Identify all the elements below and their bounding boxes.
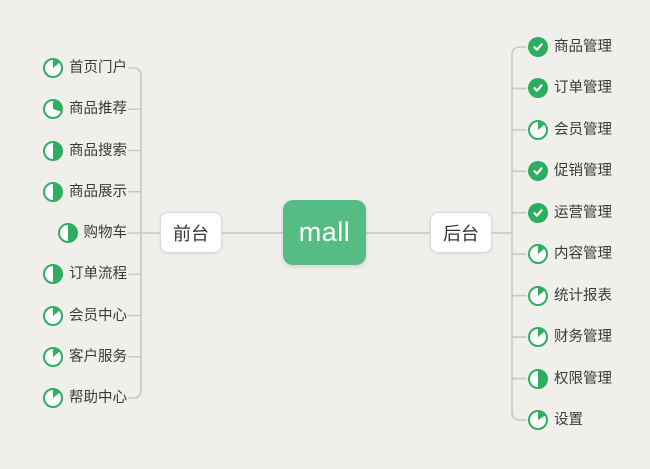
mindmap-node-item[interactable]: 商品展示: [43, 181, 127, 203]
progress-pie-icon: [528, 285, 548, 306]
branch-front-label: 前台: [173, 223, 209, 244]
mindmap-node-item[interactable]: 首页门户: [43, 57, 127, 79]
node-label: 设置: [554, 411, 583, 428]
node-label: 商品推荐: [69, 101, 127, 118]
node-label: 商品管理: [554, 39, 612, 55]
mindmap-node-item[interactable]: 商品管理: [528, 36, 612, 58]
node-label: 商品展示: [69, 183, 127, 200]
mindmap-node-item[interactable]: 商品推荐: [43, 98, 127, 120]
progress-pie-icon: [528, 244, 548, 265]
check-icon: [528, 202, 548, 223]
mindmap-node-item[interactable]: 财务管理: [528, 326, 612, 348]
node-label: 帮助中心: [69, 390, 127, 406]
root-node-mall[interactable]: mall: [283, 200, 366, 265]
node-label: 统计报表: [554, 287, 612, 304]
node-label: 权限管理: [554, 370, 612, 387]
progress-pie-icon: [528, 409, 548, 430]
node-label: 内容管理: [554, 246, 612, 263]
mindmap-node-item[interactable]: 帮助中心: [43, 387, 127, 409]
progress-pie-icon: [43, 140, 63, 161]
mindmap-node-item[interactable]: 设置: [528, 409, 583, 431]
mindmap-node-item[interactable]: 商品搜索: [43, 140, 127, 162]
back-branch-bracket: [511, 46, 527, 421]
progress-pie-icon: [43, 388, 63, 408]
node-label: 商品搜索: [69, 142, 127, 159]
branch-node-front[interactable]: 前台: [160, 212, 222, 253]
mindmap-node-item[interactable]: 运营管理: [528, 202, 612, 224]
mindmap-node-item[interactable]: 促销管理: [528, 160, 612, 182]
check-icon: [528, 37, 548, 57]
mindmap-node-item[interactable]: 客户服务: [43, 346, 127, 368]
node-label: 订单流程: [69, 266, 127, 283]
progress-pie-icon: [528, 327, 548, 348]
node-label: 客户服务: [69, 348, 127, 365]
node-label: 促销管理: [554, 163, 612, 180]
progress-pie-icon: [43, 346, 63, 367]
node-label: 会员中心: [69, 307, 127, 324]
branch-stub-lines: [128, 87, 527, 380]
mindmap-node-item[interactable]: 订单流程: [43, 263, 127, 285]
node-label: 财务管理: [554, 329, 612, 346]
progress-pie-icon: [43, 181, 63, 202]
node-label: 运营管理: [554, 204, 612, 221]
node-label: 会员管理: [554, 121, 612, 138]
mindmap-node-item[interactable]: 订单管理: [528, 77, 612, 99]
progress-pie-icon: [528, 119, 548, 140]
mindmap-node-item[interactable]: 会员中心: [43, 305, 127, 327]
progress-pie-icon: [43, 58, 63, 78]
progress-pie-icon: [528, 368, 548, 389]
mindmap-node-item[interactable]: 统计报表: [528, 285, 612, 307]
mindmap-node-item[interactable]: 内容管理: [528, 243, 612, 265]
progress-pie-icon: [43, 305, 63, 326]
mindmap-node-item[interactable]: 会员管理: [528, 119, 612, 141]
progress-pie-icon: [43, 264, 63, 285]
mindmap-node-item[interactable]: 购物车: [57, 222, 128, 244]
node-label: 首页门户: [69, 60, 127, 76]
branch-node-back[interactable]: 后台: [430, 212, 492, 253]
node-label: 订单管理: [554, 80, 612, 97]
check-icon: [528, 161, 548, 182]
progress-pie-icon: [43, 99, 63, 120]
progress-pie-icon: [57, 223, 78, 243]
root-label: mall: [298, 217, 351, 247]
node-label: 购物车: [83, 225, 128, 241]
branch-back-label: 后台: [443, 223, 479, 244]
check-icon: [528, 78, 548, 99]
mindmap-node-item[interactable]: 权限管理: [528, 368, 612, 390]
